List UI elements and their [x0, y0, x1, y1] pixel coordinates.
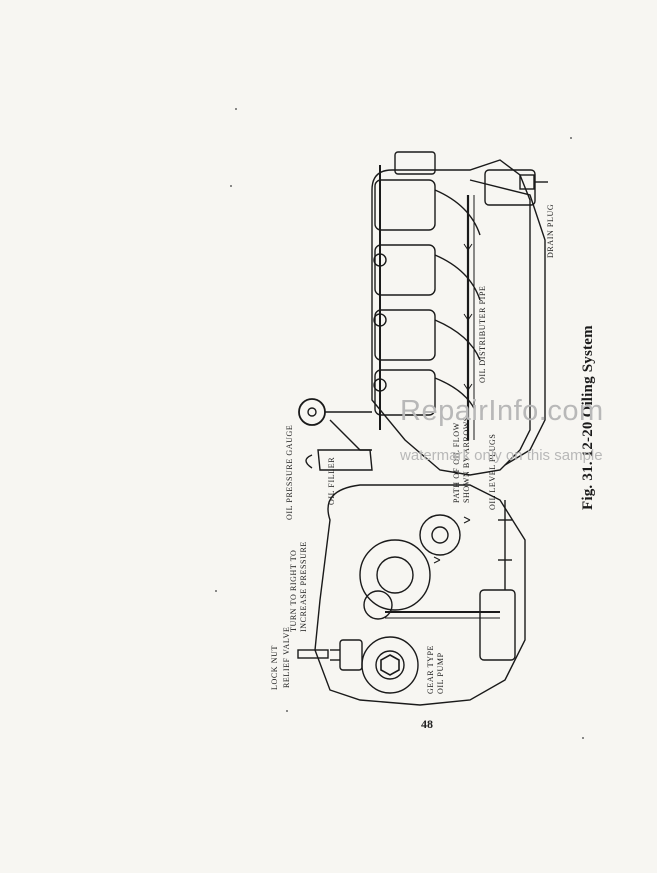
oil-flow-arrows: [433, 243, 473, 564]
oil-pressure-gauge: [298, 398, 326, 426]
scan-speck: [286, 710, 288, 712]
scan-speck: [570, 137, 572, 139]
relief-valve: [297, 639, 363, 671]
lock-nut-label: LOCK NUT: [270, 644, 279, 690]
flywheel-housing: [314, 484, 526, 706]
scan-speck: [582, 737, 584, 739]
scan-speck: [230, 185, 232, 187]
oil-level-plugs-label: OIL LEVEL PLUGS: [488, 433, 497, 510]
page-number: 48: [421, 717, 433, 731]
crankcase-outline: [371, 159, 531, 476]
oil-filler: [317, 449, 373, 471]
turn-right-label: TURN TO RIGHT TO: [289, 549, 298, 632]
drain-plug: [519, 174, 548, 190]
scan-speck: [235, 108, 237, 110]
oil-pump-label: OIL PUMP: [436, 652, 445, 694]
oil-pan: [469, 179, 546, 466]
watermark-note: watermark only on this sample: [400, 447, 603, 464]
oil-filler-label: OIL FILLER: [327, 456, 336, 505]
increase-pressure-label: INCREASE PRESSURE: [299, 541, 308, 632]
relief-valve-label: RELIEF VALVE: [282, 626, 291, 688]
scan-speck: [215, 590, 217, 592]
gear-type-label: GEAR TYPE: [426, 644, 435, 694]
cylinders: [374, 179, 481, 416]
gear-oil-pump: [361, 589, 516, 694]
oil-pressure-gauge-label: OIL PRESSURE GAUGE: [285, 424, 294, 520]
watermark-brand: RepairInfo.com: [400, 395, 604, 427]
drain-plug-label: DRAIN PLUG: [546, 203, 555, 258]
oil-distributer-pipe-label: OIL DISTRIBUTER PIPE: [478, 285, 487, 383]
